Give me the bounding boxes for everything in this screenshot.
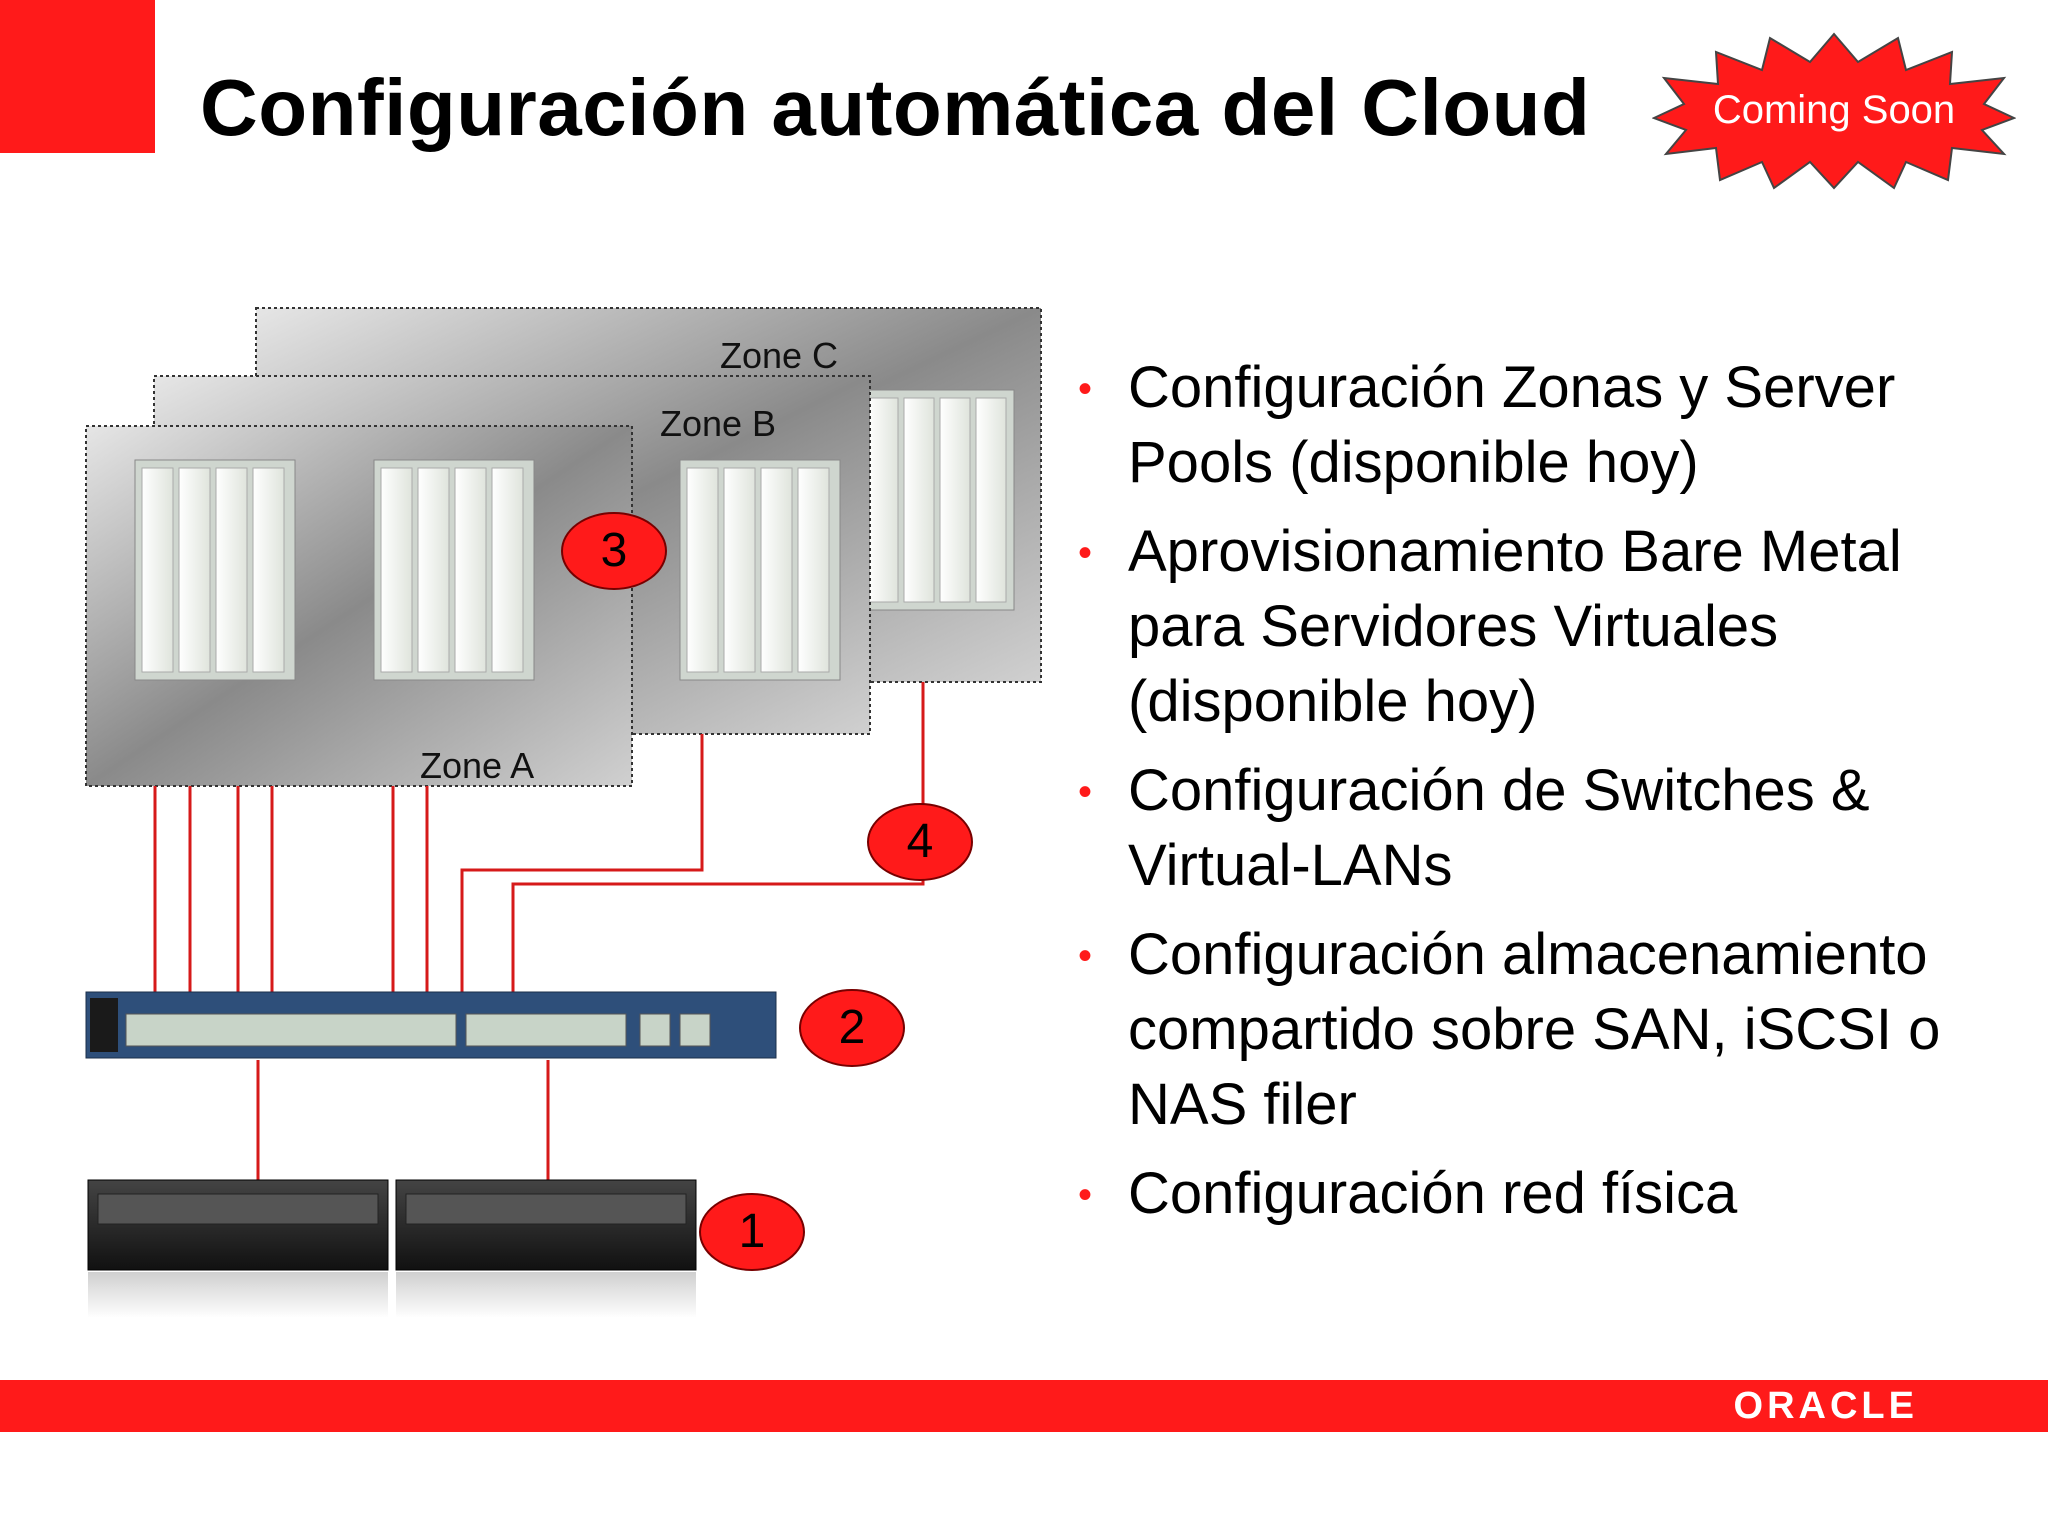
bullet-text: Configuración red física bbox=[1128, 1161, 1738, 1226]
bullet-dot-icon: • bbox=[1078, 1173, 1093, 1217]
callout-3: 3 bbox=[561, 512, 667, 590]
storage-array bbox=[395, 1179, 697, 1318]
blade-chassis bbox=[373, 459, 535, 681]
blade-chassis bbox=[861, 389, 1015, 611]
zone-b-label: Zone B bbox=[660, 403, 776, 444]
cloud-topology-diagram: Zone C Zone B Zone A bbox=[85, 307, 1042, 1318]
bullet-item: • Aprovisionamiento Bare Metal para Servi… bbox=[1070, 514, 2030, 739]
bullet-item: • Configuración Zonas y Server Pools (dis… bbox=[1070, 350, 2030, 500]
blade-chassis bbox=[134, 459, 296, 681]
callout-3-label: 3 bbox=[601, 524, 628, 577]
bullet-item: • Configuración red física bbox=[1070, 1156, 2030, 1231]
coming-soon-starburst bbox=[1652, 32, 2016, 190]
callout-4-label: 4 bbox=[907, 815, 934, 868]
network-switch bbox=[85, 991, 777, 1059]
callout-1: 1 bbox=[699, 1193, 805, 1271]
bullet-text: Configuración Zonas y Server Pools (disp… bbox=[1128, 355, 1896, 495]
callout-1-label: 1 bbox=[739, 1205, 766, 1258]
oracle-logo: ORACLE bbox=[1733, 1385, 1918, 1427]
footer-bar: ORACLE bbox=[0, 1380, 2048, 1432]
coming-soon-label: Coming Soon bbox=[1712, 88, 1956, 132]
bullet-text: Configuración almacenamiento compartido … bbox=[1128, 922, 1941, 1137]
blade-chassis bbox=[679, 459, 841, 681]
bullet-item: • Configuración de Switches & Virtual-LAN… bbox=[1070, 753, 2030, 903]
bullet-text: Configuración de Switches & Virtual-LANs bbox=[1128, 758, 1870, 898]
slide-title: Configuración automática del Cloud bbox=[200, 63, 1591, 152]
network-links bbox=[153, 682, 925, 1180]
callout-2: 2 bbox=[799, 989, 905, 1067]
bullet-dot-icon: • bbox=[1078, 531, 1093, 575]
bullet-list: • Configuración Zonas y Server Pools (dis… bbox=[1070, 350, 2030, 1245]
bullet-dot-icon: • bbox=[1078, 367, 1093, 411]
red-corner-block bbox=[0, 0, 155, 153]
bullet-dot-icon: • bbox=[1078, 934, 1093, 978]
bullet-text: Aprovisionamiento Bare Metal para Servid… bbox=[1128, 519, 1902, 734]
callout-2-label: 2 bbox=[839, 1001, 866, 1054]
zone-c-label: Zone C bbox=[720, 335, 838, 376]
bullet-dot-icon: • bbox=[1078, 770, 1093, 814]
bullet-item: • Configuración almacenamiento compartido… bbox=[1070, 917, 2030, 1142]
callout-4: 4 bbox=[867, 803, 973, 881]
zone-a-label: Zone A bbox=[420, 745, 534, 786]
storage-array bbox=[87, 1179, 389, 1318]
